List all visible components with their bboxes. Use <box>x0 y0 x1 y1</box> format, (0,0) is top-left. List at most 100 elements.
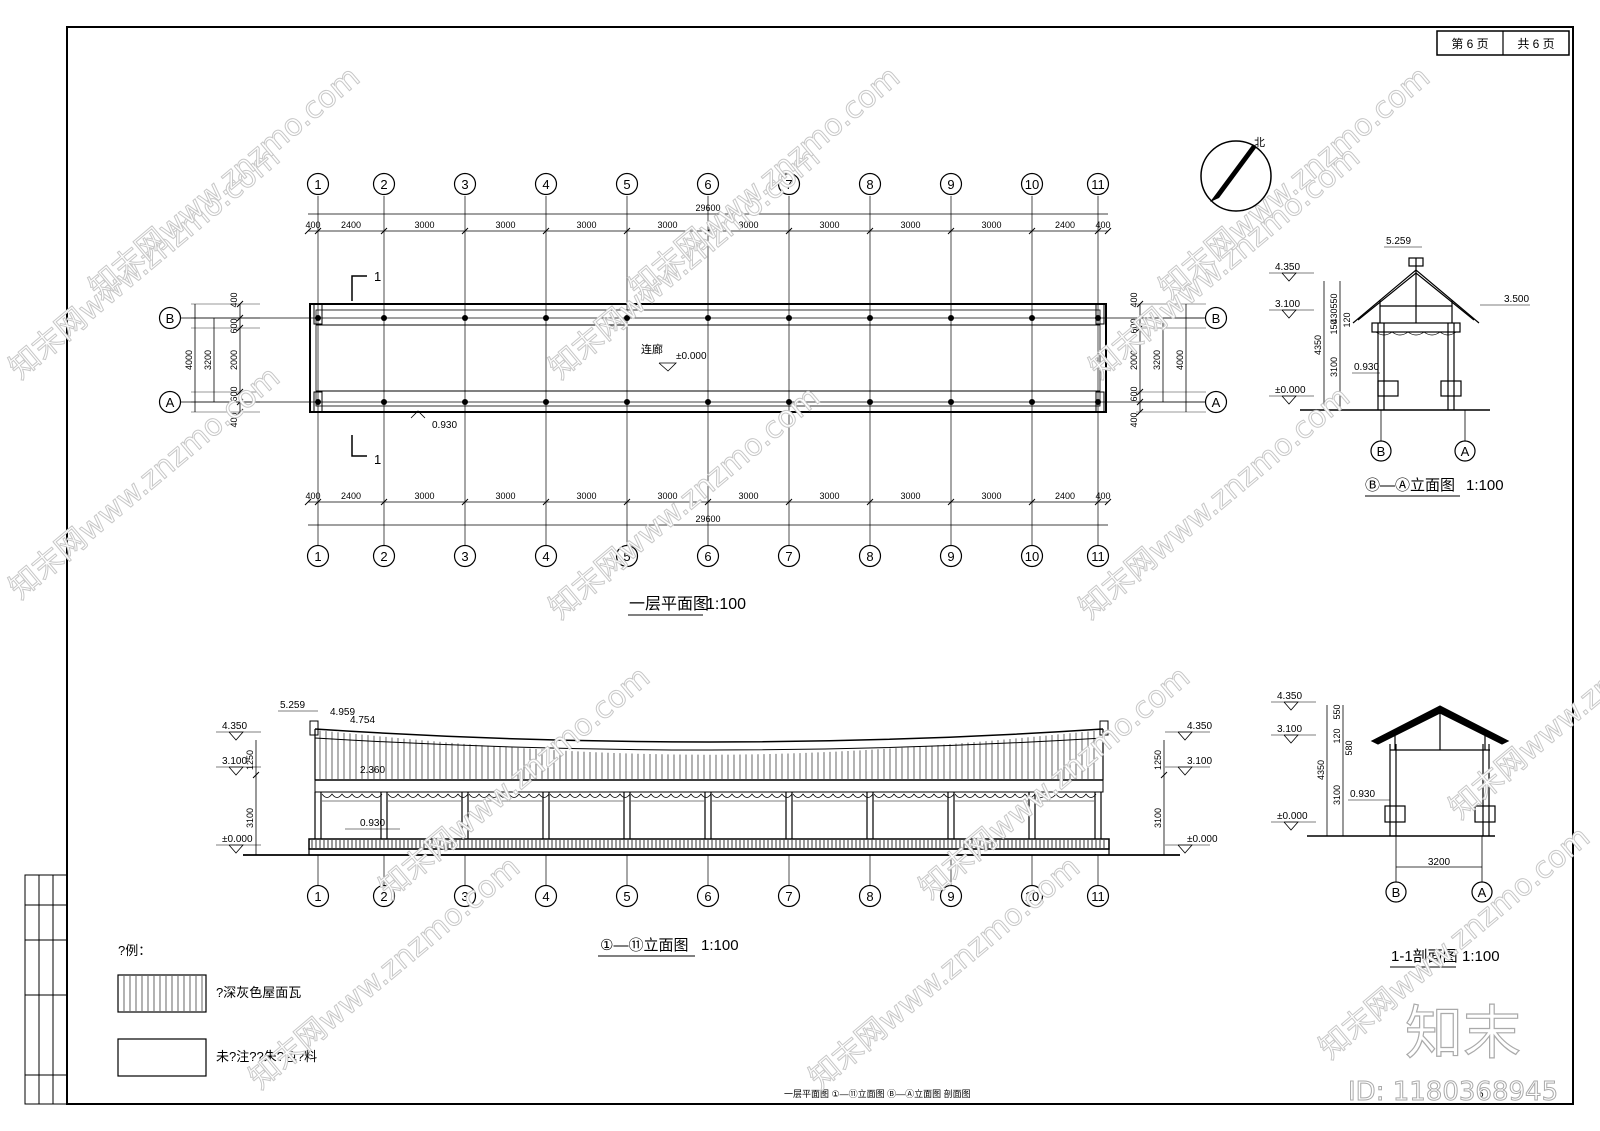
plan-bottom-bubble-9 <box>939 544 963 568</box>
plan-top-bubble-10 <box>1020 172 1044 196</box>
side-dim-1: 430 <box>1329 308 1339 323</box>
plan-top-bubble-7 <box>777 172 801 196</box>
page-label: 第 6 页 <box>1451 37 1488 51</box>
front-bubble-4 <box>534 884 558 908</box>
legend-item-tile: ?深灰色屋面瓦 <box>216 985 301 1000</box>
plan-left-mid: 3200 <box>203 350 213 370</box>
section-level-0000-mark <box>1283 821 1299 831</box>
room-label: 连廊 <box>641 342 663 356</box>
plan-bottom-label-9: 9 <box>947 549 954 564</box>
section-cut-top <box>351 275 367 301</box>
watermark-text: 知末网www.znzmo.com <box>1443 580 1600 826</box>
roof-tiles <box>319 730 1095 779</box>
plan-top-label-4: 4 <box>542 177 549 192</box>
front-bench-hatch <box>311 840 1105 848</box>
axis-bubble-A-side <box>1454 440 1476 462</box>
side-level-0000: ±0.000 <box>1275 385 1306 396</box>
section-dim-4: 3100 <box>1332 785 1342 805</box>
plan-bottom-dim-span-11: 400 <box>1095 491 1110 501</box>
plan-bottom-dim-span-4: 3000 <box>576 491 596 501</box>
front-elevation-levels: 4.3503.100±0.0004.3503.100±0.0005.2594.9… <box>216 700 1218 855</box>
plan-top-dim-span-10: 2400 <box>1055 220 1075 230</box>
axis-bubble-A-section <box>1471 881 1493 903</box>
plan-bottom-bubble-11 <box>1086 544 1110 568</box>
plan-bottom-bubble-3 <box>453 544 477 568</box>
plan-top-dim-tick <box>461 227 469 235</box>
front-label-2: 2 <box>380 889 387 904</box>
plan-bottom-dim-tick <box>542 498 550 506</box>
front-level-4350-l-mark <box>228 731 244 741</box>
plan-bottom-label-8: 8 <box>866 549 873 564</box>
plan-top-dim-tick <box>704 227 712 235</box>
plan-bottom-label-11: 11 <box>1091 549 1105 564</box>
plan-right-dim-3: 600 <box>1129 386 1139 401</box>
plan-bottom-label-7: 7 <box>785 549 792 564</box>
plan-top-bubble-4 <box>534 172 558 196</box>
plan-top-label-2: 2 <box>380 177 387 192</box>
end-post-1 <box>1095 303 1105 325</box>
front-bubble-1 <box>306 884 330 908</box>
front-label-11: 11 <box>1091 889 1105 904</box>
watermark-text: 知末网www.znzmo.com <box>83 60 367 306</box>
plan-top-dim-total: 29600 <box>695 203 720 213</box>
plan-bottom-dim-tick <box>304 498 312 506</box>
side-level-3100-mark <box>1281 309 1297 319</box>
section-title: 1-1剖面图 <box>1391 948 1458 965</box>
watermark-text: 知末网www.znzmo.com <box>1073 380 1357 626</box>
lattice-3 <box>549 793 631 798</box>
plan-top-label-10: 10 <box>1025 177 1039 192</box>
plan-bottom-dim-tick <box>866 498 874 506</box>
section-dim-2: 120 <box>1332 728 1342 743</box>
plan-top-dim-tick <box>304 227 312 235</box>
side-scale: 1:100 <box>1466 477 1504 494</box>
plan-top-dim-tick <box>314 227 322 235</box>
legend: ?例： ?深灰色屋面瓦 未?注??朱?色?料 <box>117 943 317 1077</box>
front-level-0000-r: ±0.000 <box>1187 834 1218 845</box>
side-level-0930: 0.930 <box>1354 362 1379 373</box>
front-level-0000-r-mark <box>1177 844 1193 854</box>
plan-bottom-dim-tick <box>380 498 388 506</box>
front-level-3100-l-mark <box>228 766 244 776</box>
plan-top-bubble-9 <box>939 172 963 196</box>
plan-row-left-label-B: B <box>166 311 175 326</box>
front-level-3100-r: 3.100 <box>1187 756 1212 767</box>
side-dim-0: 550 <box>1329 293 1339 308</box>
plan-top-bubble-8 <box>858 172 882 196</box>
plan-top-dim-span-2: 3000 <box>414 220 434 230</box>
axis-label-B-side: B <box>1377 444 1386 459</box>
side-level-5259: 5.259 <box>1386 236 1411 247</box>
plan-bottom-bubble-10 <box>1020 544 1044 568</box>
plan-bottom-dim-span-2: 3000 <box>414 491 434 501</box>
section-scale: 1:100 <box>1462 948 1500 965</box>
plan-title: 一层平面图 <box>629 596 709 613</box>
plan-top-dim-span-0: 400 <box>305 220 320 230</box>
plan-bottom-dim-span-3: 3000 <box>495 491 515 501</box>
plan-bottom-dim-span-1: 2400 <box>341 491 361 501</box>
plan-top-bubble-6 <box>696 172 720 196</box>
plan-top-bubble-1 <box>306 172 330 196</box>
lattice-6 <box>792 793 874 798</box>
plan-bottom-bubble-1 <box>306 544 330 568</box>
axis-bubble-B-side <box>1370 440 1392 462</box>
side-level-4350-mark <box>1281 272 1297 282</box>
plan-left-total: 4000 <box>184 350 194 370</box>
front-level-0930: 0.930 <box>360 818 385 829</box>
plan-top-dim-span-9: 3000 <box>981 220 1001 230</box>
revision-strip <box>24 874 68 1105</box>
front-level-4350-r-mark <box>1177 731 1193 741</box>
lattice-1 <box>387 793 469 798</box>
plan-row-right-label-A: A <box>1212 395 1221 410</box>
section-level-0000: ±0.000 <box>1277 811 1308 822</box>
plan-bottom-dim-span-9: 3000 <box>981 491 1001 501</box>
front-bubble-11 <box>1086 884 1110 908</box>
side-elevation-levels: 4.3503.100±0.0005.2590.9303.500550430150… <box>1269 236 1530 410</box>
plan-bottom-bubble-4 <box>534 544 558 568</box>
lattice-4 <box>630 793 712 798</box>
plan-bottom-dim-span-6: 3000 <box>738 491 758 501</box>
plan-top-label-11: 11 <box>1091 177 1105 192</box>
